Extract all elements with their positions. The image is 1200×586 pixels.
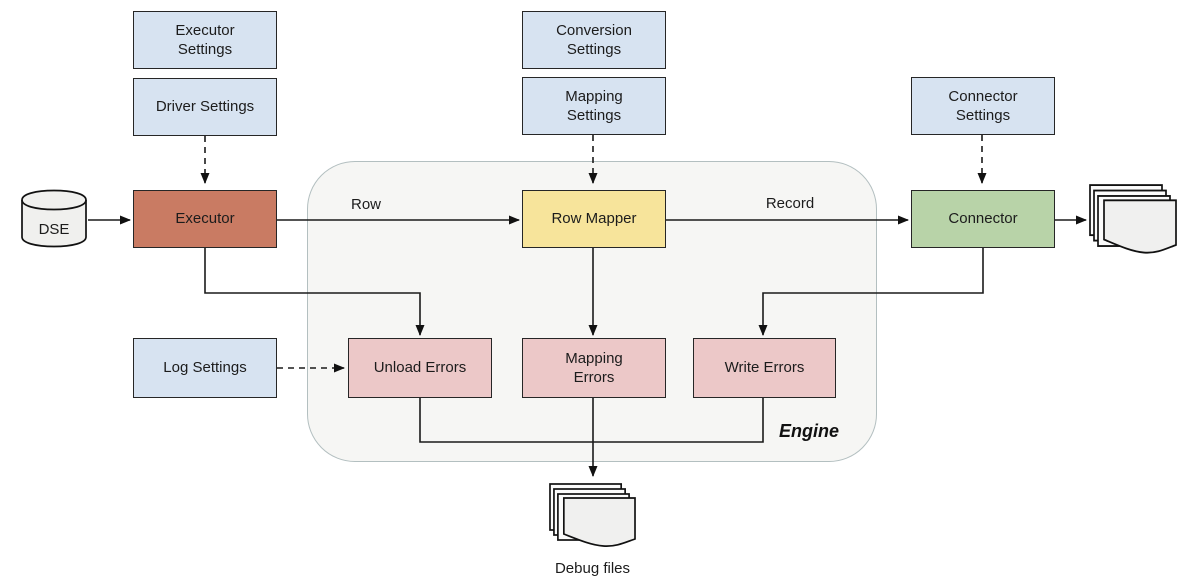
debug-files-icon — [549, 483, 636, 547]
box-executor-settings: Executor Settings — [133, 11, 277, 69]
row-flow-label: Row — [350, 196, 381, 213]
box-mapping-errors: Mapping Errors — [522, 338, 666, 398]
dse-label: DSE — [38, 221, 70, 238]
line-write-errors-collector — [593, 398, 764, 443]
box-log-settings: Log Settings — [133, 338, 277, 398]
debug-files-label: Debug files — [554, 560, 631, 577]
dse-database-icon — [21, 189, 87, 248]
box-executor: Executor — [133, 190, 277, 248]
box-conversion-settings: Conversion Settings — [522, 11, 666, 69]
output-files-icon — [1089, 184, 1177, 254]
box-write-errors: Write Errors — [693, 338, 836, 398]
arrow-executor-to-unload-errors — [204, 248, 425, 336]
box-unload-errors: Unload Errors — [348, 338, 492, 398]
engine-label: Engine — [778, 421, 839, 441]
arrow-connector-to-write-errors — [758, 248, 984, 336]
box-row-mapper: Row Mapper — [522, 190, 666, 248]
box-connector: Connector — [911, 190, 1055, 248]
box-connector-settings: Connector Settings — [911, 77, 1055, 135]
box-driver-settings: Driver Settings — [133, 78, 277, 136]
line-unload-errors-collector — [419, 398, 593, 443]
box-mapping-settings: Mapping Settings — [522, 77, 666, 135]
record-flow-label: Record — [765, 195, 815, 212]
